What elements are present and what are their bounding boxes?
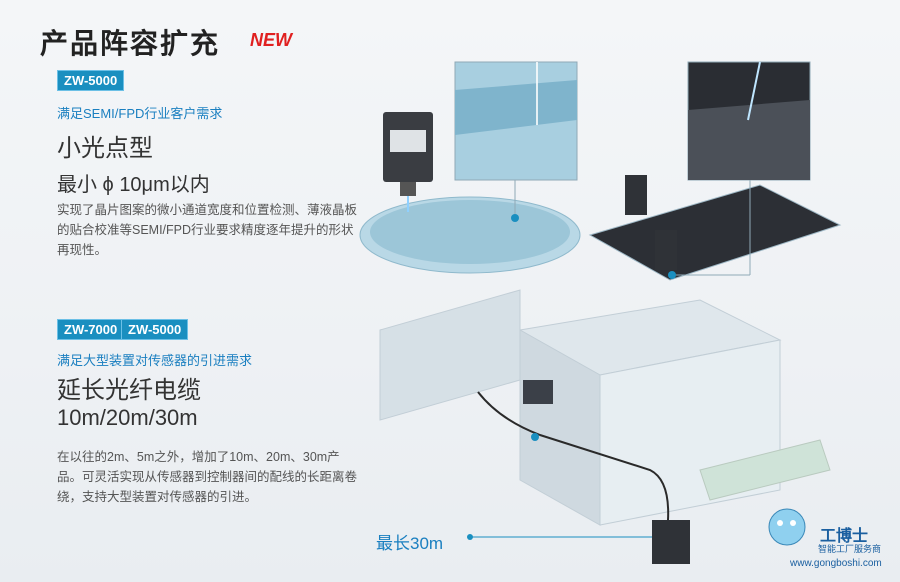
watermark-slogan: 智能工厂服务商 <box>818 544 882 554</box>
fiber-cable-image <box>477 391 670 521</box>
model-tag-zw5000: ZW-5000 <box>57 70 125 91</box>
control-panel-image <box>523 380 553 404</box>
new-badge: NEW <box>250 30 292 50</box>
sensor-head-image-2 <box>625 175 647 215</box>
cable-length-label: 最长30m <box>376 534 444 553</box>
model-tag-zw5000-2: ZW-5000 <box>121 319 189 340</box>
section2-spec: 10m/20m/30m <box>57 405 198 430</box>
section1-heading: 小光点型 <box>57 135 153 162</box>
section2-heading: 延长光纤电缆 <box>57 377 201 404</box>
watermark-url: www.gongboshi.com <box>790 558 882 569</box>
model-tag-zw7000: ZW-7000 <box>57 319 125 340</box>
watermark-name: 工博士 <box>820 528 869 545</box>
section1-subtitle: 满足SEMI/FPD行业客户需求 <box>57 106 223 121</box>
section2-subtitle: 满足大型装置对传感器的引进需求 <box>57 353 253 368</box>
mascot-logo <box>768 508 806 546</box>
section1-spec: 最小 ϕ 10μm以内 <box>57 174 210 196</box>
controller-image <box>652 520 690 564</box>
section2-body: 在以往的2m、5m之外，增加了10m、20m、30m产品。可灵活实现从传感器到控… <box>57 450 358 504</box>
glass-plate-image <box>588 184 842 281</box>
section1-body: 实现了晶片图案的微小通道宽度和位置检测、薄液晶板的贴合校准等SEMI/FPD行业… <box>57 203 358 257</box>
page-title: 产品阵容扩充 <box>40 28 221 59</box>
